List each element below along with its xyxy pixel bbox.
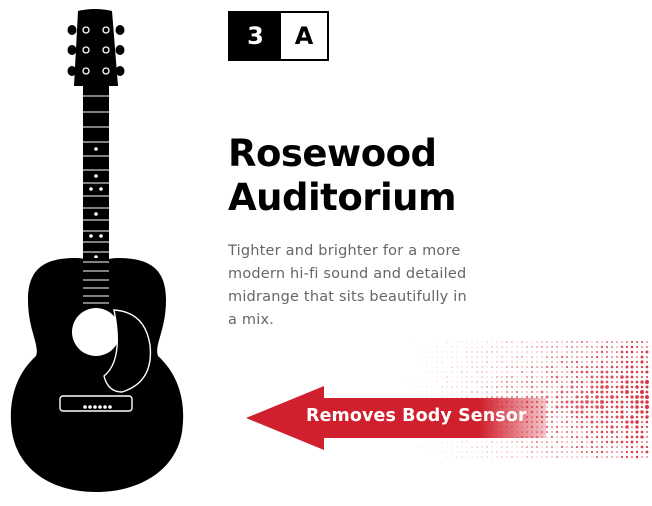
product-description: Tighter and brighter for a more modern h… [228, 243, 467, 328]
title-line-2: Auditorium [228, 176, 457, 219]
badge-number: 3 [230, 13, 281, 59]
product-title: Rosewood Auditorium [228, 132, 457, 220]
title-line-1: Rosewood [228, 132, 437, 175]
acoustic-guitar-icon [10, 9, 184, 492]
model-badge: 3 A [228, 11, 329, 61]
badge-letter: A [281, 13, 327, 59]
left-arrow-icon [246, 386, 546, 450]
callout-label: Removes Body Sensor [306, 406, 527, 426]
